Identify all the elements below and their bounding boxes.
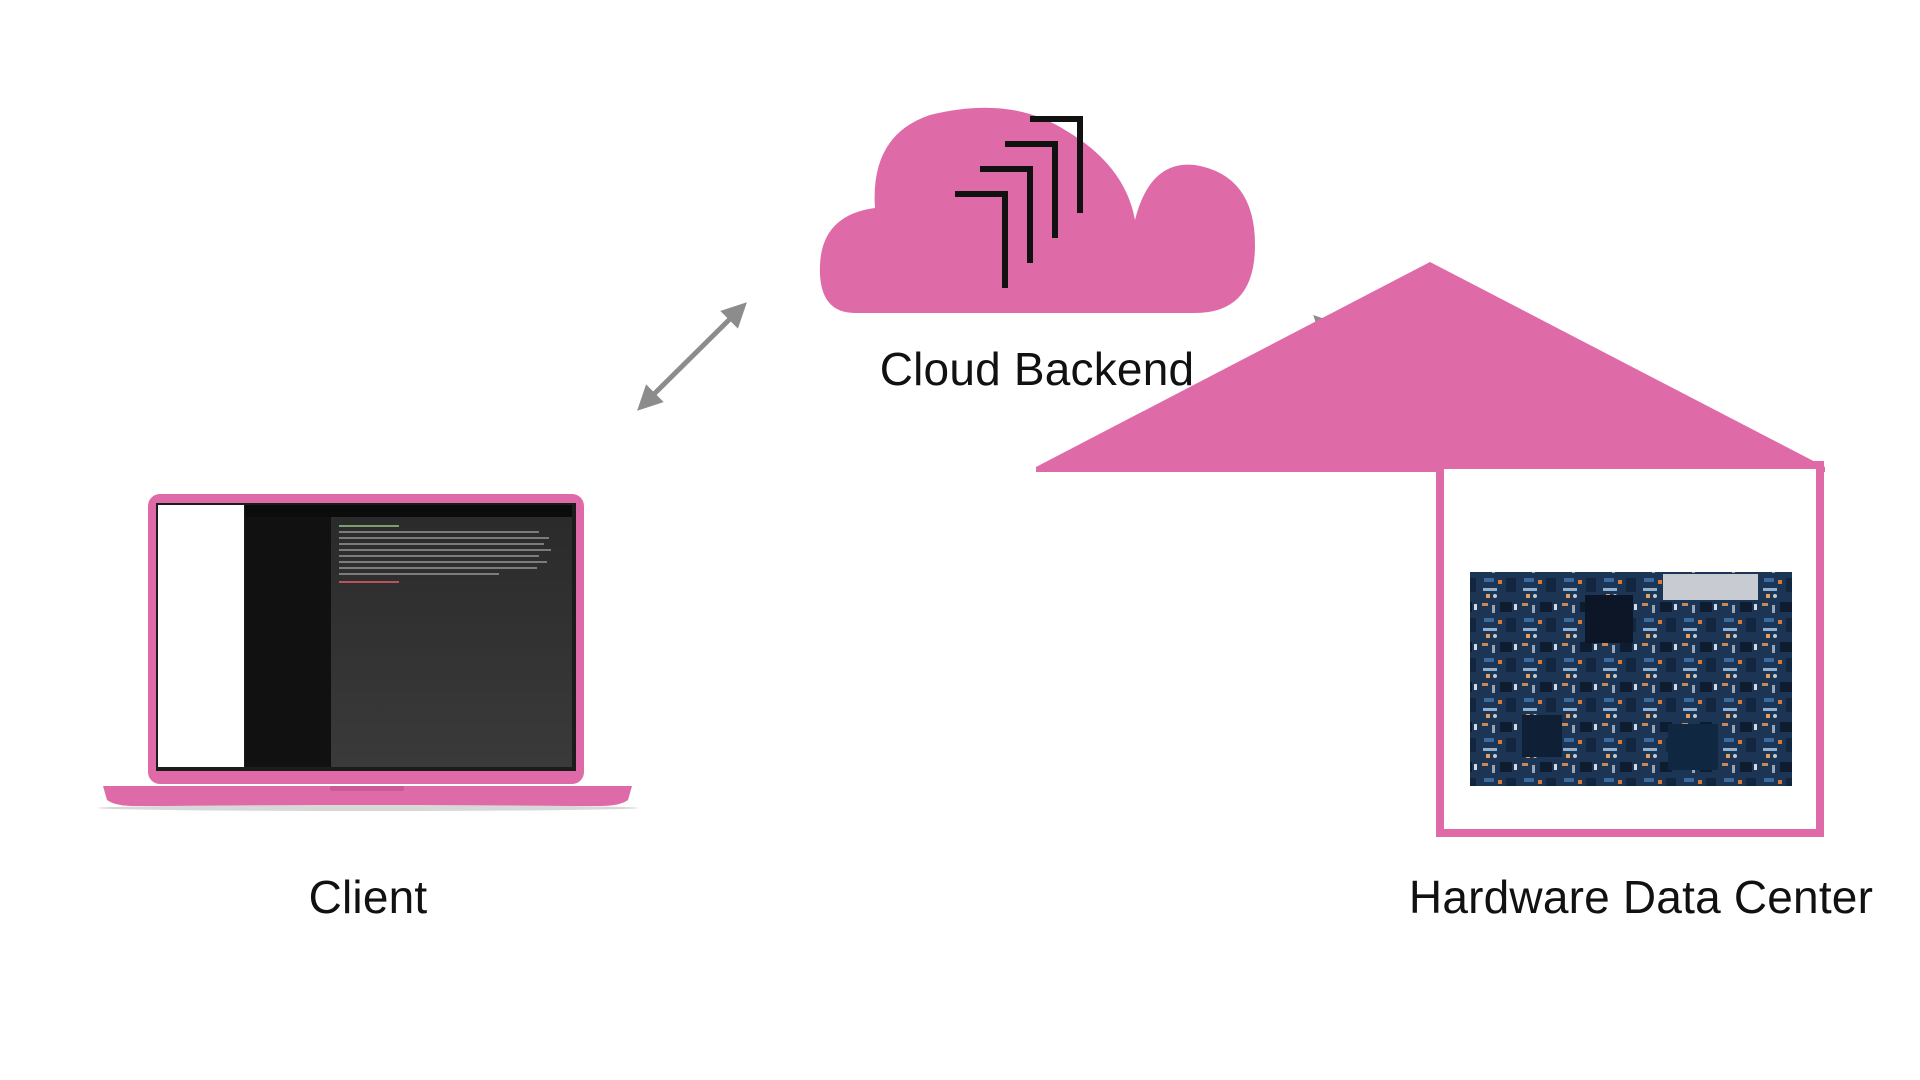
hardware-data-center-label: Hardware Data Center [1408, 871, 1874, 923]
laptop-screen-topbar [245, 505, 572, 517]
logo-icon [955, 116, 1083, 288]
arrow-client-cloud [637, 302, 747, 411]
laptop-screen-sidebar [158, 505, 244, 767]
laptop-screen-panel [245, 505, 331, 767]
cloud-backend-label: Cloud Backend [879, 343, 1195, 395]
circuit-board-icon [1470, 572, 1792, 786]
cloud-icon [819, 107, 1255, 314]
client-label: Client [308, 871, 428, 923]
laptop-screen-main [331, 505, 572, 767]
